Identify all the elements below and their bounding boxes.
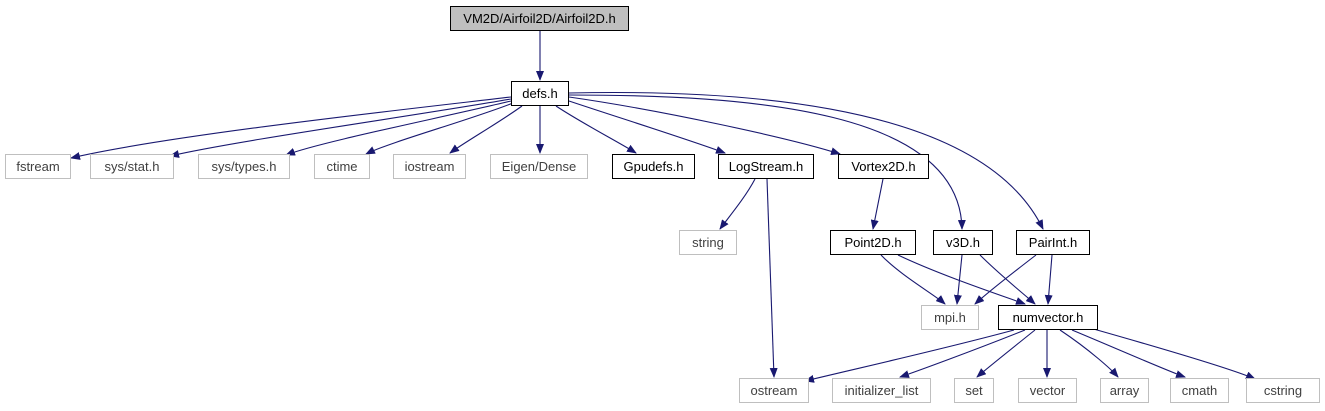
edge-logstream-to-ostream: [766, 178, 778, 378]
node-numvector-h[interactable]: numvector.h: [998, 305, 1098, 330]
edge-pairint-to-numvector: [1044, 254, 1053, 305]
node-fstream[interactable]: fstream: [5, 154, 71, 179]
edge-numvector-to-set: [976, 329, 1036, 378]
node-vector[interactable]: vector: [1018, 378, 1077, 403]
edge-numvector-to-cstring: [1089, 327, 1256, 380]
edge-defs-to-ctime: [365, 102, 514, 155]
edge-defs-to-sys-types: [285, 100, 512, 156]
edge-logstream-to-string: [719, 178, 756, 230]
node-cmath[interactable]: cmath: [1170, 378, 1229, 403]
edge-v3d-to-mpi: [953, 254, 963, 305]
node-v3d-h[interactable]: v3D.h: [933, 230, 993, 255]
node-airfoil2d-h[interactable]: VM2D/Airfoil2D/Airfoil2D.h: [450, 6, 629, 31]
node-eigen-dense[interactable]: Eigen/Dense: [490, 154, 588, 179]
node-ostream[interactable]: ostream: [739, 378, 809, 403]
edge-defs-to-logstream: [568, 100, 726, 154]
edge-defs-to-iostream: [449, 105, 523, 154]
node-mpi-h[interactable]: mpi.h: [921, 305, 979, 330]
edge-defs-to-fstream: [70, 96, 512, 160]
node-sys-types-h[interactable]: sys/types.h: [198, 154, 290, 179]
edge-defs-to-sys-stat: [169, 98, 512, 158]
edge-numvector-to-ostream: [804, 329, 1015, 383]
node-ctime[interactable]: ctime: [314, 154, 370, 179]
edge-numvector-to-cmath: [1071, 329, 1186, 378]
edge-defs-to-v3d: [568, 94, 966, 230]
node-point2d-h[interactable]: Point2D.h: [830, 230, 916, 255]
edge-defs-to-gpudefs: [555, 105, 637, 154]
node-initializer-list[interactable]: initializer_list: [832, 378, 931, 403]
node-sys-stat-h[interactable]: sys/stat.h: [90, 154, 174, 179]
edge-pairint-to-mpi: [974, 254, 1037, 305]
node-set[interactable]: set: [954, 378, 994, 403]
node-defs-h[interactable]: defs.h: [511, 81, 569, 106]
edge-defs-to-pairint: [568, 91, 1044, 230]
edge-defs-to-vortex2d: [568, 96, 841, 156]
edge-numvector-to-init-list: [899, 329, 1026, 378]
node-array[interactable]: array: [1100, 378, 1149, 403]
edge-vortex2d-to-point2d: [870, 178, 884, 230]
edge-v3d-to-numvector: [979, 254, 1036, 305]
edge-point2d-to-numvector: [897, 254, 1026, 305]
node-vortex2d-h[interactable]: Vortex2D.h: [838, 154, 929, 179]
node-iostream[interactable]: iostream: [393, 154, 466, 179]
node-logstream-h[interactable]: LogStream.h: [718, 154, 814, 179]
edge-point2d-to-mpi: [880, 254, 946, 305]
node-gpudefs-h[interactable]: Gpudefs.h: [612, 154, 695, 179]
node-string[interactable]: string: [679, 230, 737, 255]
edge-numvector-to-array: [1059, 329, 1119, 378]
node-pairint-h[interactable]: PairInt.h: [1016, 230, 1090, 255]
node-cstring[interactable]: cstring: [1246, 378, 1320, 403]
